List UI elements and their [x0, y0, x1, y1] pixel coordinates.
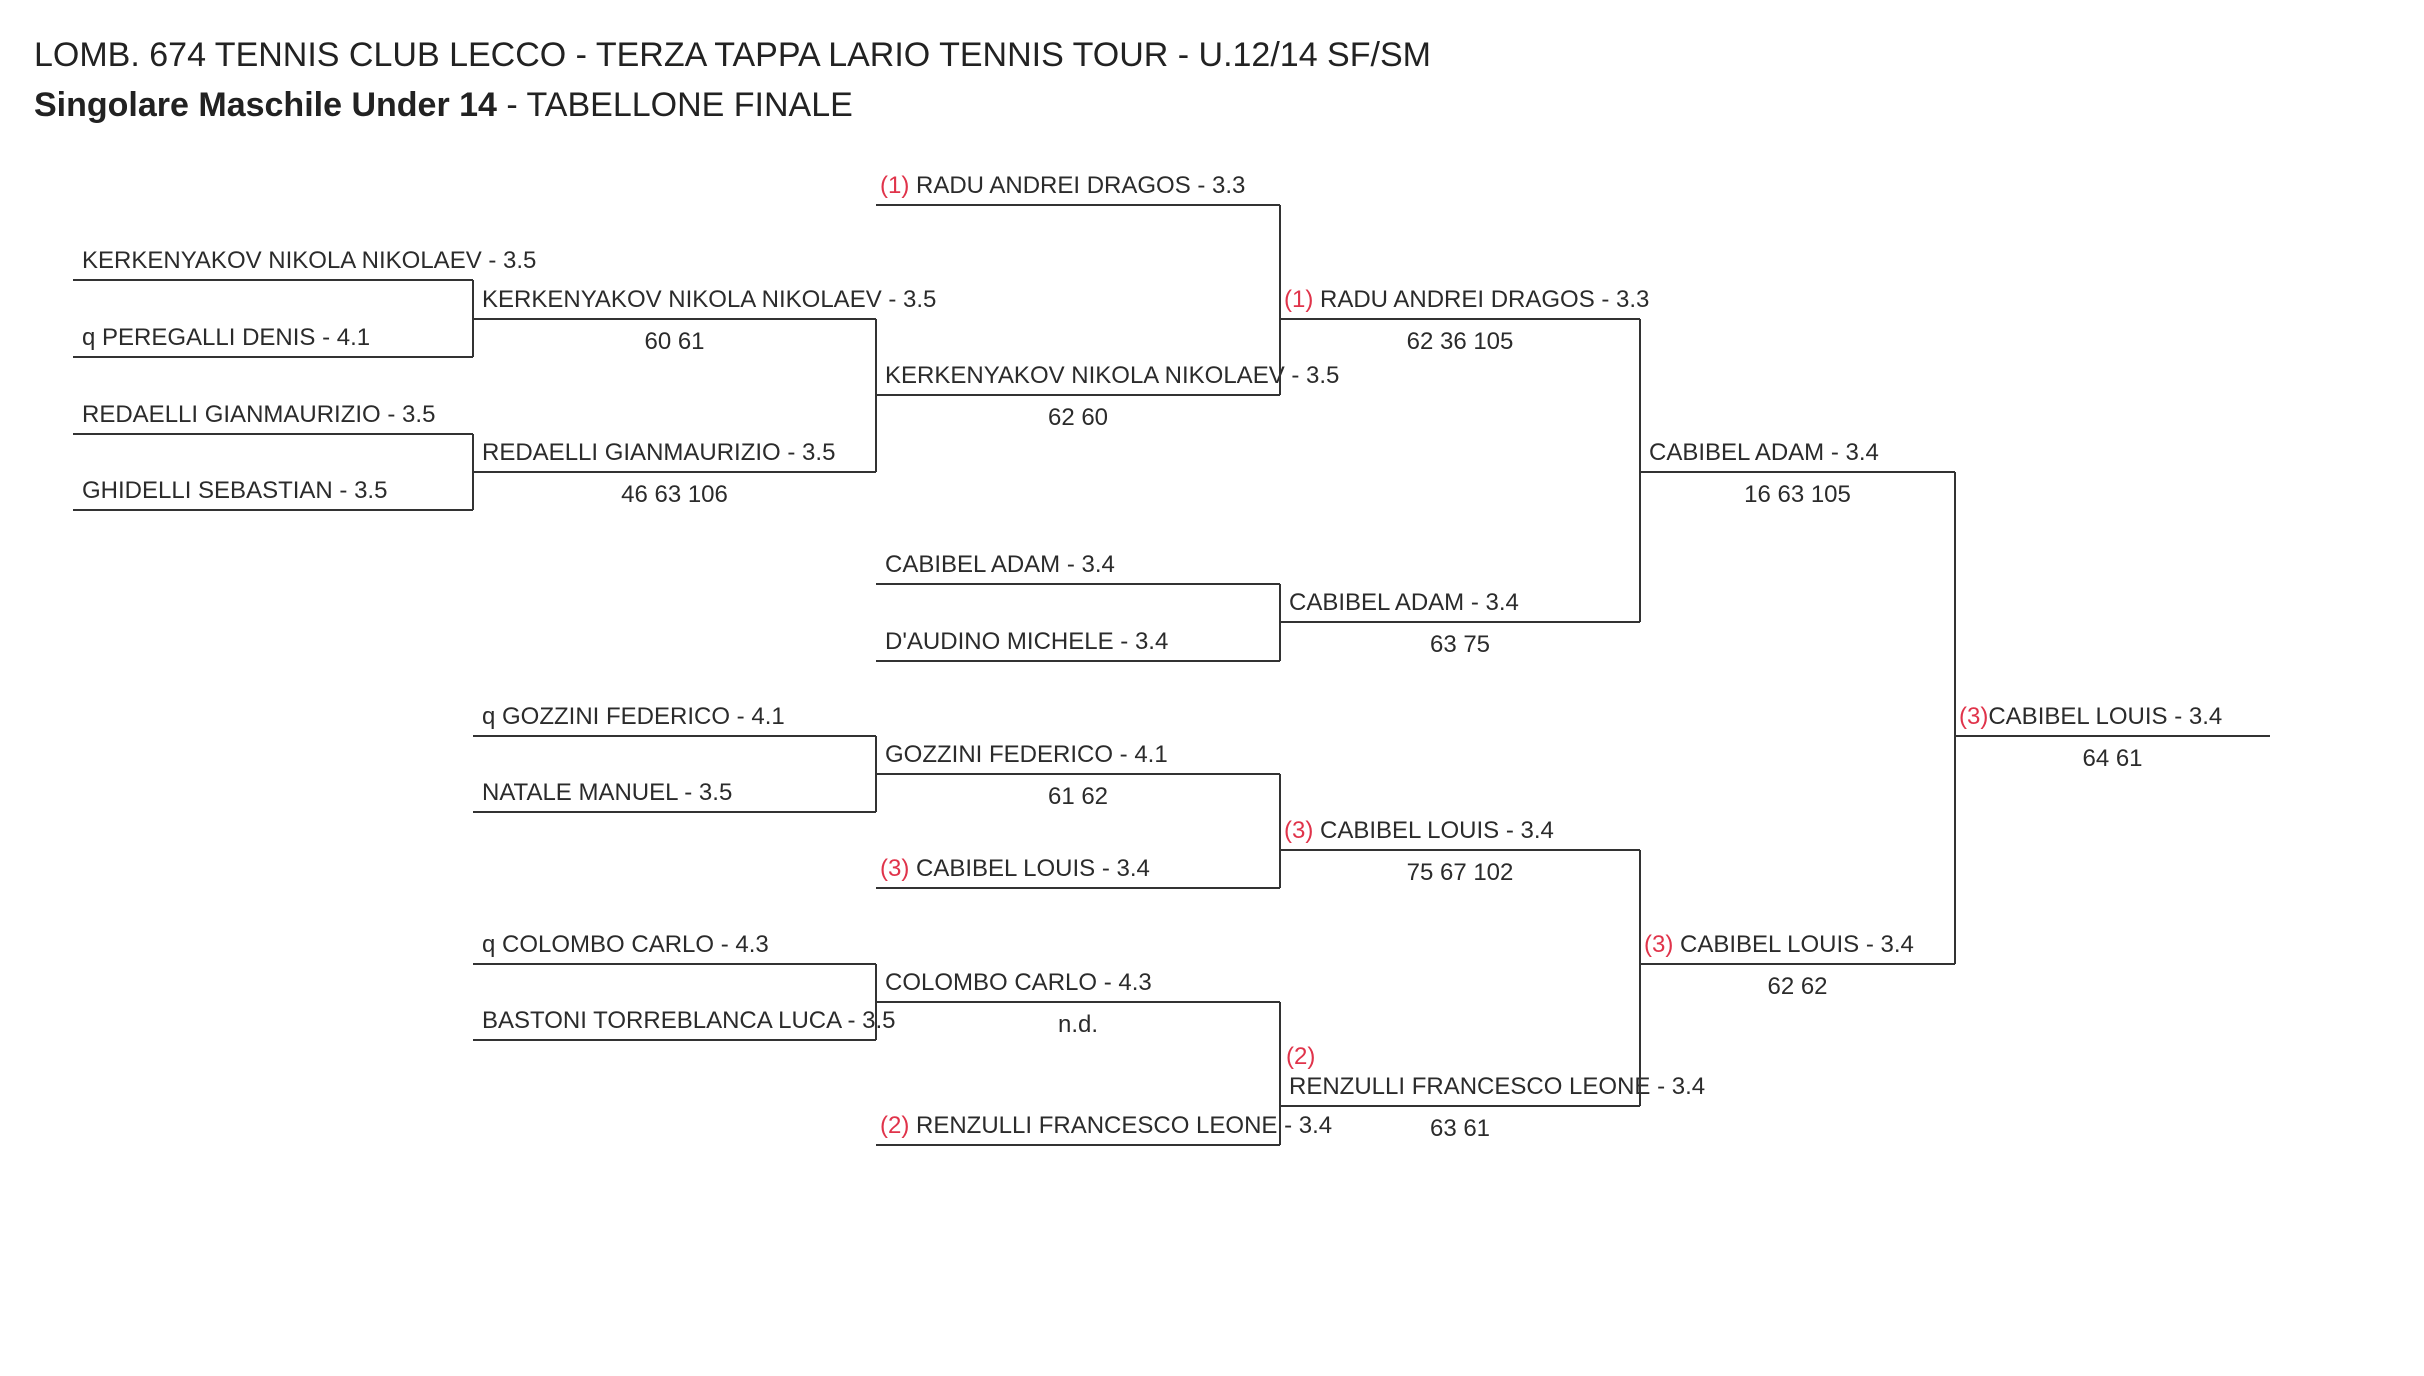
- round4-slot-2-score: 63 75: [1430, 631, 1490, 658]
- round2-slot-2-player: REDAELLI GIANMAURIZIO - 3.5: [482, 439, 835, 466]
- round2-slot-6-name: BASTONI TORREBLANCA LUCA - 3.5: [482, 1007, 895, 1034]
- round1-slot-4-name: GHIDELLI SEBASTIAN - 3.5: [82, 477, 387, 504]
- round3-slot-5-player: GOZZINI FEDERICO - 4.1: [885, 741, 1168, 768]
- round3-slot-6-player: CABIBEL LOUIS - 3.4: [916, 855, 1150, 882]
- round4-slot-4-seed: (2): [1286, 1043, 1315, 1070]
- page-title: LOMB. 674 TENNIS CLUB LECCO - TERZA TAPP…: [34, 36, 1431, 74]
- round3-slot-8-seed: (2): [880, 1112, 916, 1139]
- round4-slot-3-seed: (3): [1284, 817, 1320, 844]
- round4-slot-3-name: (3) CABIBEL LOUIS - 3.4: [1284, 817, 1554, 844]
- round3-slot-1-name: (1) RADU ANDREI DRAGOS - 3.3: [880, 172, 1245, 199]
- final-winner-name: (3)CABIBEL LOUIS - 3.4: [1959, 703, 2222, 730]
- draw-type: - TABELLONE FINALE: [496, 86, 853, 124]
- semifinal-slot-2-score: 62 62: [1767, 973, 1827, 1000]
- round3-slot-2-score: 62 60: [1048, 404, 1108, 431]
- round3-slot-6-seed: (3): [880, 855, 916, 882]
- round4-slot-4-score: 63 61: [1430, 1115, 1490, 1142]
- round2-slot-4-name: NATALE MANUEL - 3.5: [482, 779, 732, 806]
- semifinal-slot-1-name: CABIBEL ADAM - 3.4: [1649, 439, 1879, 466]
- round1-slot-3-name: REDAELLI GIANMAURIZIO - 3.5: [82, 401, 435, 428]
- round1-slot-1-player: KERKENYAKOV NIKOLA NIKOLAEV - 3.5: [82, 247, 536, 274]
- semifinal-slot-1-player: CABIBEL ADAM - 3.4: [1649, 439, 1879, 466]
- round3-slot-5-score: 61 62: [1048, 783, 1108, 810]
- round3-slot-7-name: COLOMBO CARLO - 4.3: [885, 969, 1152, 996]
- round4-slot-1-seed: (1): [1284, 286, 1320, 313]
- round4-slot-3-score: 75 67 102: [1407, 859, 1514, 886]
- round4-slot-1-player: RADU ANDREI DRAGOS - 3.3: [1320, 286, 1649, 313]
- round4-slot-4-player: RENZULLI FRANCESCO LEONE - 3.4: [1289, 1073, 1705, 1100]
- round2-slot-1-player: KERKENYAKOV NIKOLA NIKOLAEV - 3.5: [482, 286, 936, 313]
- round3-slot-8-player: RENZULLI FRANCESCO LEONE - 3.4: [916, 1112, 1332, 1139]
- round1-slot-2-player: q PEREGALLI DENIS - 4.1: [82, 324, 370, 351]
- round3-slot-3-name: CABIBEL ADAM - 3.4: [885, 551, 1115, 578]
- round2-slot-2-name: REDAELLI GIANMAURIZIO - 3.5: [482, 439, 835, 466]
- round2-slot-4-player: NATALE MANUEL - 3.5: [482, 779, 732, 806]
- round1-slot-3-player: REDAELLI GIANMAURIZIO - 3.5: [82, 401, 435, 428]
- round3-slot-4-player: D'AUDINO MICHELE - 3.4: [885, 628, 1168, 655]
- round1-slot-1-name: KERKENYAKOV NIKOLA NIKOLAEV - 3.5: [82, 247, 536, 274]
- round2-slot-6-player: BASTONI TORREBLANCA LUCA - 3.5: [482, 1007, 895, 1034]
- round2-slot-3-player: q GOZZINI FEDERICO - 4.1: [482, 703, 785, 730]
- round2-slot-5-player: q COLOMBO CARLO - 4.3: [482, 931, 769, 958]
- semifinal-slot-2-player: CABIBEL LOUIS - 3.4: [1680, 931, 1914, 958]
- round1-slot-4-player: GHIDELLI SEBASTIAN - 3.5: [82, 477, 387, 504]
- round3-slot-7-player: COLOMBO CARLO - 4.3: [885, 969, 1152, 996]
- semifinal-slot-1-score: 16 63 105: [1744, 481, 1851, 508]
- draw-name: Singolare Maschile Under 14: [34, 86, 497, 124]
- round2-slot-3-name: q GOZZINI FEDERICO - 4.1: [482, 703, 785, 730]
- semifinal-slot-2-name: (3) CABIBEL LOUIS - 3.4: [1644, 931, 1914, 958]
- round2-slot-5-name: q COLOMBO CARLO - 4.3: [482, 931, 769, 958]
- round4-slot-4-name: RENZULLI FRANCESCO LEONE - 3.4: [1289, 1073, 1705, 1100]
- semifinal-slot-2-seed: (3): [1644, 931, 1680, 958]
- final-winner-seed: (3): [1959, 703, 1988, 730]
- round4-slot-1-name: (1) RADU ANDREI DRAGOS - 3.3: [1284, 286, 1649, 313]
- round3-slot-7-score: n.d.: [1058, 1011, 1098, 1038]
- final-winner-score: 64 61: [2082, 745, 2142, 772]
- round2-slot-2-score: 46 63 106: [621, 481, 728, 508]
- round3-slot-1-seed: (1): [880, 172, 916, 199]
- round3-slot-2-name: KERKENYAKOV NIKOLA NIKOLAEV - 3.5: [885, 362, 1339, 389]
- round1-slot-2-name: q PEREGALLI DENIS - 4.1: [82, 324, 370, 351]
- round3-slot-3-player: CABIBEL ADAM - 3.4: [885, 551, 1115, 578]
- round3-slot-8-name: (2) RENZULLI FRANCESCO LEONE - 3.4: [880, 1112, 1332, 1139]
- round3-slot-6-name: (3) CABIBEL LOUIS - 3.4: [880, 855, 1150, 882]
- round3-slot-5-name: GOZZINI FEDERICO - 4.1: [885, 741, 1168, 768]
- page-subtitle: Singolare Maschile Under 14 - TABELLONE …: [34, 86, 853, 125]
- round4-slot-2-player: CABIBEL ADAM - 3.4: [1289, 589, 1519, 616]
- round4-slot-3-player: CABIBEL LOUIS - 3.4: [1320, 817, 1554, 844]
- round4-slot-2-name: CABIBEL ADAM - 3.4: [1289, 589, 1519, 616]
- final-winner-player: CABIBEL LOUIS - 3.4: [1988, 703, 2222, 730]
- round2-slot-1-score: 60 61: [644, 328, 704, 355]
- round2-slot-1-name: KERKENYAKOV NIKOLA NIKOLAEV - 3.5: [482, 286, 936, 313]
- round3-slot-2-player: KERKENYAKOV NIKOLA NIKOLAEV - 3.5: [885, 362, 1339, 389]
- round3-slot-4-name: D'AUDINO MICHELE - 3.4: [885, 628, 1168, 655]
- round4-slot-1-score: 62 36 105: [1407, 328, 1514, 355]
- round3-slot-1-player: RADU ANDREI DRAGOS - 3.3: [916, 172, 1245, 199]
